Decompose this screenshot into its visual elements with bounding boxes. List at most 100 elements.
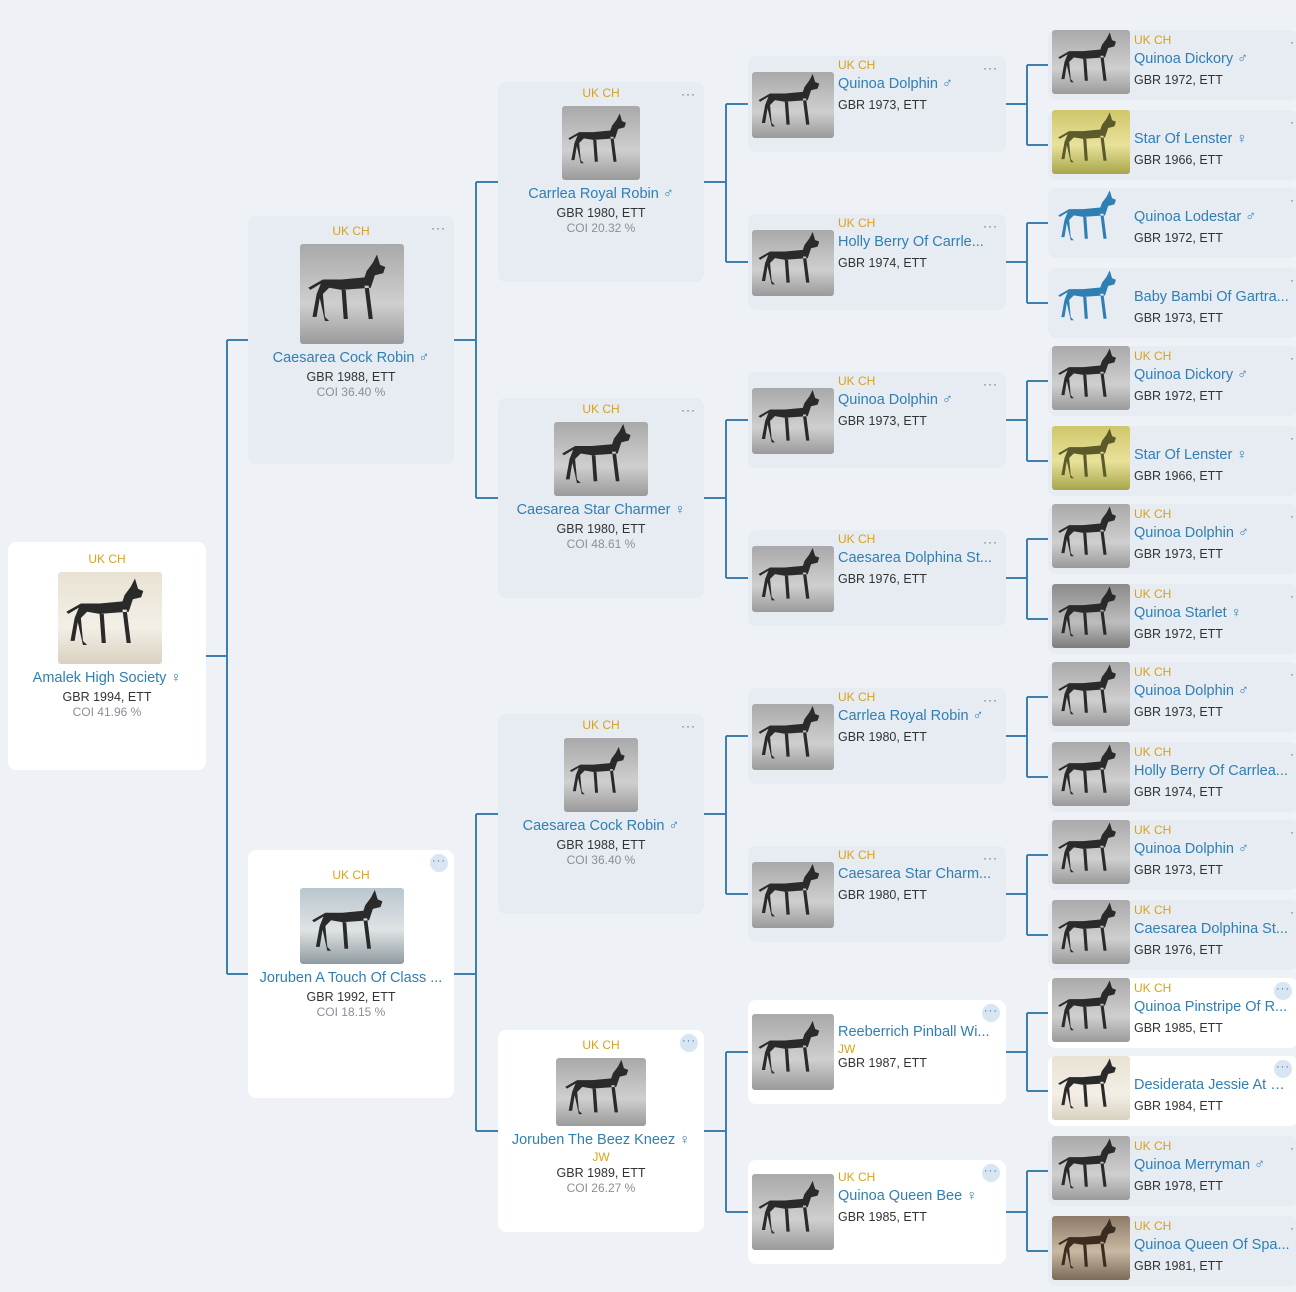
more-dots-icon[interactable]: ··· bbox=[1290, 116, 1296, 128]
dog-photo[interactable] bbox=[1052, 346, 1130, 410]
dog-name[interactable]: Quinoa Queen Bee bbox=[838, 1188, 963, 1204]
more-dots-icon[interactable]: ··· bbox=[681, 87, 696, 101]
dog-name-link[interactable]: Carrlea Royal Robin ♂ bbox=[838, 708, 1000, 724]
dog-name-link[interactable]: Caesarea Cock Robin ♂ bbox=[250, 350, 452, 366]
dog-photo[interactable] bbox=[1052, 742, 1130, 806]
dog-silhouette-icon[interactable] bbox=[1052, 268, 1130, 332]
more-dots-icon[interactable]: ··· bbox=[982, 1164, 1000, 1182]
dog-photo[interactable] bbox=[564, 738, 638, 812]
dog-name[interactable]: Caesarea Star Charmer bbox=[516, 502, 671, 518]
dog-name-link[interactable]: Desiderata Jessie At D... bbox=[1134, 1077, 1292, 1093]
dog-name-link[interactable]: Holly Berry Of Carrle... bbox=[838, 234, 1000, 250]
dog-photo[interactable] bbox=[1052, 900, 1130, 964]
dog-name[interactable]: Holly Berry Of Carrlea... bbox=[1134, 763, 1288, 779]
dog-name[interactable]: Caesarea Star Charm... bbox=[838, 866, 992, 882]
more-dots-icon[interactable]: ··· bbox=[983, 535, 998, 549]
dog-photo[interactable] bbox=[752, 1174, 834, 1250]
dog-name-link[interactable]: Quinoa Starlet ♀ bbox=[1134, 605, 1292, 621]
dog-photo[interactable] bbox=[752, 230, 834, 296]
dog-name-link[interactable]: Holly Berry Of Carrlea... bbox=[1134, 763, 1292, 779]
dog-name-link[interactable]: Amalek High Society ♀ bbox=[10, 670, 204, 686]
more-dots-icon[interactable]: ··· bbox=[983, 377, 998, 391]
dog-name-link[interactable]: Quinoa Merryman ♂ bbox=[1134, 1157, 1292, 1173]
more-dots-icon[interactable]: ··· bbox=[1290, 668, 1296, 680]
dog-name-link[interactable]: Quinoa Dolphin ♂ bbox=[1134, 525, 1292, 541]
dog-name[interactable]: Holly Berry Of Carrle... bbox=[838, 234, 984, 250]
dog-photo[interactable] bbox=[1052, 584, 1130, 648]
dog-name[interactable]: Quinoa Dolphin bbox=[1134, 525, 1234, 541]
more-dots-icon[interactable]: ··· bbox=[430, 854, 448, 872]
more-dots-icon[interactable]: ··· bbox=[431, 221, 446, 235]
pedigree-card[interactable]: Star Of Lenster ♀GBR 1966, ETT··· bbox=[1048, 426, 1296, 496]
dog-photo[interactable] bbox=[562, 106, 640, 180]
dog-name-link[interactable]: Caesarea Dolphina St... bbox=[838, 550, 1000, 566]
more-dots-icon[interactable]: ··· bbox=[1290, 194, 1296, 206]
dog-name-link[interactable]: Quinoa Lodestar ♂ bbox=[1134, 209, 1292, 225]
dog-photo[interactable] bbox=[1052, 1216, 1130, 1280]
dog-photo[interactable] bbox=[554, 422, 648, 496]
dog-name-link[interactable]: Caesarea Star Charm... bbox=[838, 866, 1000, 882]
dog-name[interactable]: Star Of Lenster bbox=[1134, 131, 1233, 147]
dog-name-link[interactable]: Carrlea Royal Robin ♂ bbox=[500, 186, 702, 202]
dog-photo[interactable] bbox=[1052, 426, 1130, 490]
dog-photo[interactable] bbox=[752, 388, 834, 454]
more-dots-icon[interactable]: ··· bbox=[681, 719, 696, 733]
dog-name-link[interactable]: Star Of Lenster ♀ bbox=[1134, 131, 1292, 147]
dog-name[interactable]: Quinoa Dolphin bbox=[838, 392, 938, 408]
dog-photo[interactable] bbox=[58, 572, 162, 664]
dog-photo[interactable] bbox=[1052, 1136, 1130, 1200]
dog-name[interactable]: Quinoa Dickory bbox=[1134, 51, 1234, 67]
dog-photo[interactable] bbox=[556, 1058, 646, 1126]
dog-photo[interactable] bbox=[752, 546, 834, 612]
dog-name[interactable]: Caesarea Dolphina St... bbox=[1134, 921, 1288, 937]
dog-name-link[interactable]: Quinoa Dolphin ♂ bbox=[1134, 683, 1292, 699]
dog-name-link[interactable]: Quinoa Dolphin ♂ bbox=[1134, 841, 1292, 857]
dog-name[interactable]: Quinoa Pinstripe Of R... bbox=[1134, 999, 1288, 1015]
dog-name[interactable]: Quinoa Dolphin bbox=[838, 76, 938, 92]
dog-photo[interactable] bbox=[752, 862, 834, 928]
dog-name[interactable]: Amalek High Society bbox=[32, 670, 167, 686]
dog-photo[interactable] bbox=[1052, 504, 1130, 568]
dog-silhouette-icon[interactable] bbox=[1052, 188, 1130, 252]
dog-name-link[interactable]: Quinoa Dolphin ♂ bbox=[838, 76, 1000, 92]
dog-name[interactable]: Baby Bambi Of Gartra... bbox=[1134, 289, 1289, 305]
more-dots-icon[interactable]: ··· bbox=[983, 851, 998, 865]
dog-name[interactable]: Reeberrich Pinball Wi... bbox=[838, 1024, 990, 1040]
dog-photo[interactable] bbox=[1052, 30, 1130, 94]
dog-name[interactable]: Quinoa Dolphin bbox=[1134, 841, 1234, 857]
more-dots-icon[interactable]: ··· bbox=[983, 61, 998, 75]
more-dots-icon[interactable]: ··· bbox=[1290, 1222, 1296, 1234]
more-dots-icon[interactable]: ··· bbox=[1290, 906, 1296, 918]
dog-name[interactable]: Desiderata Jessie At D... bbox=[1134, 1077, 1292, 1093]
dog-photo[interactable] bbox=[1052, 820, 1130, 884]
dog-name[interactable]: Quinoa Merryman bbox=[1134, 1157, 1251, 1173]
more-dots-icon[interactable]: ··· bbox=[1290, 1142, 1296, 1154]
dog-name-link[interactable]: Joruben The Beez Kneez ♀ bbox=[500, 1132, 702, 1148]
more-dots-icon[interactable]: ··· bbox=[680, 1034, 698, 1052]
pedigree-card[interactable]: Star Of Lenster ♀GBR 1966, ETT··· bbox=[1048, 110, 1296, 180]
dog-name-link[interactable]: Quinoa Queen Bee ♀ bbox=[838, 1188, 1000, 1204]
more-dots-icon[interactable]: ··· bbox=[983, 693, 998, 707]
pedigree-card[interactable]: Baby Bambi Of Gartra...GBR 1973, ETT··· bbox=[1048, 268, 1296, 338]
dog-name-link[interactable]: Caesarea Star Charmer ♀ bbox=[500, 502, 702, 518]
more-dots-icon[interactable]: ··· bbox=[1290, 432, 1296, 444]
dog-photo[interactable] bbox=[1052, 662, 1130, 726]
more-dots-icon[interactable]: ··· bbox=[1290, 510, 1296, 522]
